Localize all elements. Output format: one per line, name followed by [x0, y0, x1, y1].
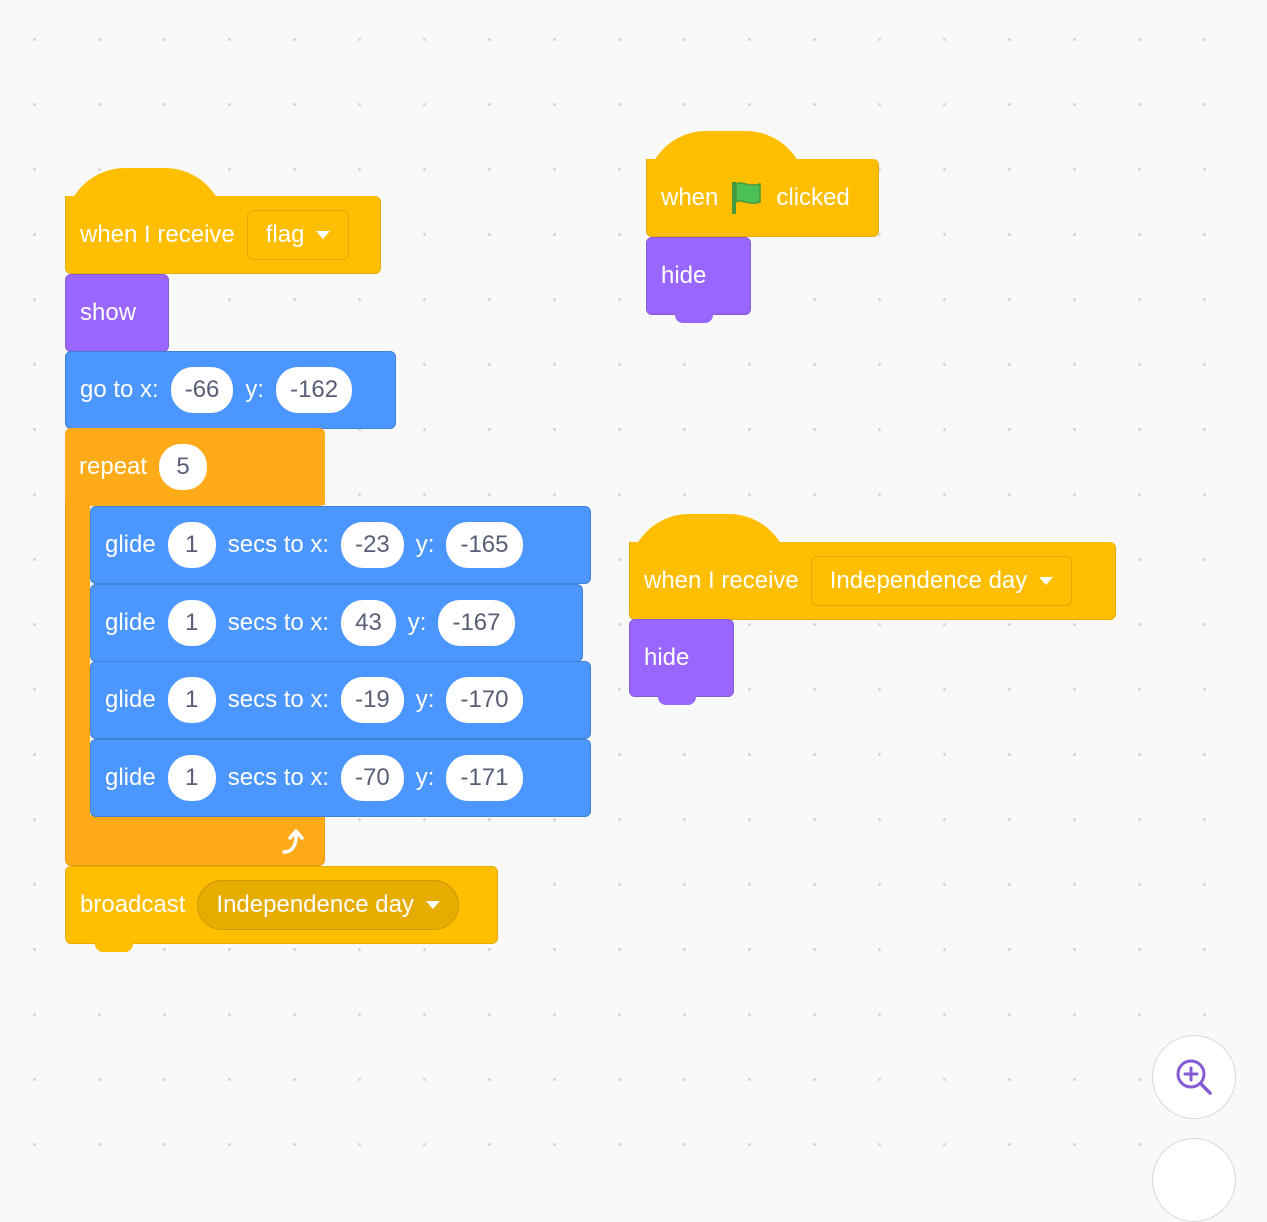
glide-label-y: y: — [407, 609, 427, 636]
message-dropdown[interactable]: Independence day — [810, 555, 1073, 606]
glide-label-y: y: — [415, 764, 435, 791]
glide-secs-input[interactable]: 1 — [167, 522, 216, 568]
broadcast-message-value: Independence day — [216, 891, 414, 918]
hide-block[interactable]: hide — [646, 237, 751, 315]
loop-arrow-icon — [282, 829, 304, 854]
block-notch — [675, 314, 713, 323]
show-label: show — [80, 299, 137, 326]
glide-label-y: y: — [415, 531, 435, 558]
hide-block[interactable]: hide — [629, 619, 734, 697]
message-value: Independence day — [829, 566, 1028, 594]
glide-label: glide — [105, 686, 156, 713]
glide-y-input[interactable]: -165 — [446, 522, 523, 568]
message-value: flag — [265, 220, 305, 248]
goto-x-input[interactable]: -66 — [170, 367, 234, 413]
glide-y-input[interactable]: -170 — [446, 677, 523, 723]
glide-secs-input[interactable]: 1 — [167, 677, 216, 723]
glide-label: glide — [105, 764, 156, 791]
zoom-in-button[interactable] — [1152, 1035, 1236, 1119]
glide-x-input[interactable]: -70 — [341, 755, 404, 801]
glide-block[interactable]: glide 1 secs to x: -70 y: -171 — [90, 739, 591, 817]
glide-secs-input[interactable]: 1 — [167, 755, 216, 801]
goto-label-y: y: — [245, 376, 265, 403]
glide-label-to: secs to x: — [227, 531, 330, 558]
hide-label: hide — [644, 644, 690, 671]
glide-x-input[interactable]: 43 — [341, 600, 396, 646]
block-notch — [658, 696, 696, 705]
glide-x-input[interactable]: -19 — [341, 677, 404, 723]
goto-label-x: go to x: — [80, 376, 159, 403]
glide-label-to: secs to x: — [227, 686, 330, 713]
hide-label: hide — [661, 262, 707, 289]
when-flag-clicked-hat-block[interactable]: when clicked — [646, 159, 879, 237]
hat-label: when I receive — [80, 220, 235, 248]
glide-block[interactable]: glide 1 secs to x: 43 y: -167 — [90, 584, 583, 662]
when-i-receive-hat-block[interactable]: when I receive Independence day — [629, 542, 1116, 620]
glide-x-input[interactable]: -23 — [341, 522, 404, 568]
glide-label: glide — [105, 609, 156, 636]
broadcast-message-dropdown[interactable]: Independence day — [197, 880, 459, 930]
dropdown-caret-icon — [425, 901, 440, 909]
repeat-count-input[interactable]: 5 — [159, 444, 208, 490]
when-i-receive-hat-block[interactable]: when I receive flag — [65, 196, 381, 274]
green-flag-icon — [732, 181, 762, 214]
glide-label: glide — [105, 531, 156, 558]
glide-secs-input[interactable]: 1 — [167, 600, 216, 646]
broadcast-block[interactable]: broadcast Independence day — [65, 866, 498, 944]
repeat-header[interactable]: repeat 5 — [65, 428, 325, 506]
zoom-in-icon — [1176, 1059, 1212, 1095]
hat-label: when I receive — [644, 566, 799, 594]
broadcast-label: broadcast — [80, 891, 186, 918]
glide-block[interactable]: glide 1 secs to x: -19 y: -170 — [90, 661, 591, 739]
glide-label-y: y: — [415, 686, 435, 713]
glide-y-input[interactable]: -171 — [446, 755, 523, 801]
dropdown-caret-icon — [316, 230, 331, 239]
glide-block[interactable]: glide 1 secs to x: -23 y: -165 — [90, 506, 591, 584]
glide-label-to: secs to x: — [227, 609, 330, 636]
zoom-out-button[interactable] — [1152, 1138, 1236, 1222]
when-label: when — [661, 183, 719, 211]
message-dropdown[interactable]: flag — [246, 209, 350, 260]
goto-y-input[interactable]: -162 — [276, 367, 353, 413]
go-to-xy-block[interactable]: go to x: -66 y: -162 — [65, 351, 396, 429]
glide-label-to: secs to x: — [227, 764, 330, 791]
clicked-label: clicked — [776, 183, 850, 211]
dropdown-caret-icon — [1039, 576, 1054, 585]
show-block[interactable]: show — [65, 274, 169, 352]
repeat-label: repeat — [79, 453, 148, 480]
block-notch — [95, 943, 133, 952]
glide-y-input[interactable]: -167 — [438, 600, 515, 646]
